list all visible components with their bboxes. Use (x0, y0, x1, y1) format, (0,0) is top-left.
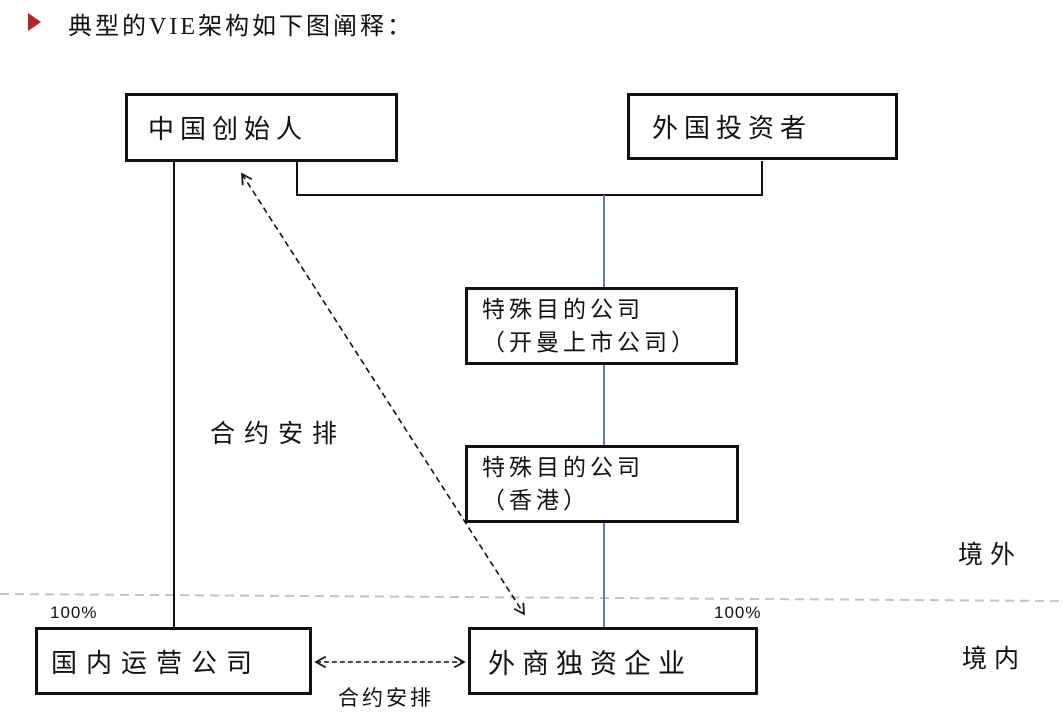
label-contract-arrangement-bottom: 合约安排 (338, 686, 434, 710)
label-100pct-right: 100% (714, 603, 762, 622)
box-spv-hongkong-line2: （香港） (482, 488, 590, 513)
contract-arrow-wfoe-founder (241, 172, 525, 616)
box-spv-cayman-line2: （开曼上市公司） (482, 330, 698, 355)
red-triangle-bullet-icon (28, 13, 41, 31)
ownership-connector-founder-investors (296, 161, 763, 196)
box-wfoe: 外商独资企业 (468, 627, 758, 695)
box-domestic-operating-company-label: 国内运营公司 (51, 648, 262, 678)
offshore-onshore-separator-line (0, 593, 1063, 602)
box-spv-cayman: 特殊目的公司 （开曼上市公司） (465, 287, 738, 365)
box-wfoe-label: 外商独资企业 (488, 648, 692, 679)
box-domestic-operating-company: 国内运营公司 (35, 627, 312, 695)
box-china-founder: 中国创始人 (125, 93, 398, 162)
box-china-founder-label: 中国创始人 (148, 115, 309, 144)
box-foreign-investors-label: 外国投资者 (652, 114, 813, 143)
label-onshore: 境内 (962, 646, 1027, 673)
slide-title: 典型的VIE架构如下图阐释： (68, 14, 414, 40)
box-spv-hongkong-line1: 特殊目的公司 (482, 455, 644, 480)
label-offshore: 境外 (958, 542, 1023, 569)
label-100pct-left: 100% (50, 603, 98, 622)
box-spv-cayman-line1: 特殊目的公司 (482, 297, 644, 322)
label-contract-arrangement-mid: 合约安排 (210, 421, 347, 448)
slide-title-row: 典型的VIE架构如下图阐释： (0, 0, 1063, 48)
box-spv-hongkong: 特殊目的公司 （香港） (465, 445, 739, 523)
box-foreign-investors: 外国投资者 (627, 93, 898, 160)
